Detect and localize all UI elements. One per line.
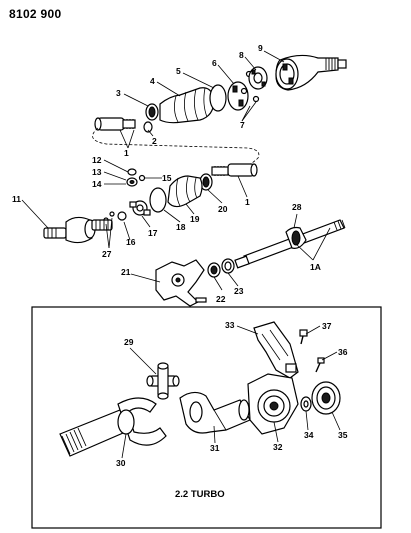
part-30-yoke-shaft xyxy=(59,397,167,457)
part-5-clamp-band xyxy=(209,84,227,112)
part-32-bracket xyxy=(253,321,299,379)
callout-33: 32 xyxy=(273,442,283,452)
part-4-boot xyxy=(159,87,215,124)
part-11-inner-housing xyxy=(43,216,113,244)
callout-7: 7 xyxy=(240,120,245,130)
callout-4: 4 xyxy=(150,76,155,86)
part-8-inner-race xyxy=(248,66,268,90)
inner-joint-assembly xyxy=(43,163,258,244)
part-3-clamp xyxy=(145,103,159,121)
callout-37: 37 xyxy=(322,321,332,331)
connection-line xyxy=(92,127,260,169)
callout-1a: 1A xyxy=(310,262,321,272)
part-35-seal xyxy=(311,381,341,415)
part-19-boot xyxy=(167,175,203,208)
callout-28: 28 xyxy=(292,202,302,212)
part-17-tripod xyxy=(129,200,151,216)
part-37-bolt xyxy=(299,329,308,345)
callout-22: 22 xyxy=(216,294,226,304)
callout-21: 21 xyxy=(121,267,131,277)
callout-6: 6 xyxy=(212,58,217,68)
part-1-shaft-end xyxy=(94,117,136,131)
part-18-clamp-band xyxy=(149,187,167,213)
callout-27: 27 xyxy=(102,249,112,259)
part-29-u-joint-cross xyxy=(146,362,180,400)
leader-lines xyxy=(21,50,341,459)
callout-23: 23 xyxy=(234,286,244,296)
callout-8: 8 xyxy=(239,50,244,60)
callout-34: 34 xyxy=(304,430,314,440)
part-2-snap-ring xyxy=(143,121,153,133)
callout-35: 35 xyxy=(338,430,348,440)
part-22-bearing xyxy=(207,262,221,278)
turbo-inset-frame xyxy=(31,306,382,529)
part-6-cage xyxy=(227,81,249,111)
callout-31: 31 xyxy=(210,443,220,453)
part-1-shaft-right xyxy=(211,163,258,177)
callout-36: 36 xyxy=(338,347,348,357)
part-33-bearing-carrier xyxy=(247,373,299,435)
turbo-assembly xyxy=(59,321,341,457)
callout-labels: 9 8 6 5 4 3 7 2 1 12 15 13 14 1 11 20 19… xyxy=(12,43,348,500)
callout-30: 30 xyxy=(116,458,126,468)
part-20-clamp xyxy=(199,173,213,191)
callout-2: 2 xyxy=(152,136,157,146)
outer-cv-assembly xyxy=(94,54,347,133)
document-number: 8102 900 xyxy=(9,7,62,21)
callout-1-middle: 1 xyxy=(245,197,250,207)
part-13-14-15-retainers xyxy=(126,168,146,187)
part-23-seal xyxy=(221,258,235,274)
callout-20: 20 xyxy=(218,204,228,214)
callout-29: 29 xyxy=(124,337,134,347)
callout-14: 14 xyxy=(92,179,102,189)
callout-18: 18 xyxy=(176,222,186,232)
part-9-outer-housing xyxy=(275,54,347,91)
callout-9: 9 xyxy=(258,43,263,53)
part-36-bolt xyxy=(315,357,325,373)
callout-13: 13 xyxy=(92,167,102,177)
callout-1-upper: 1 xyxy=(124,148,129,158)
callout-32: 33 xyxy=(225,320,235,330)
callout-3: 3 xyxy=(116,88,121,98)
inset-title: 2.2 TURBO xyxy=(175,489,225,500)
knuckle-assembly xyxy=(155,258,235,307)
callout-17: 17 xyxy=(148,228,158,238)
callout-12: 12 xyxy=(92,155,102,165)
part-16-ring xyxy=(117,211,127,221)
callout-15: 15 xyxy=(162,173,172,183)
callout-5: 5 xyxy=(176,66,181,76)
part-28-long-shaft xyxy=(234,219,346,269)
callout-19: 19 xyxy=(190,214,200,224)
callout-11: 11 xyxy=(12,194,21,204)
part-31-slip-yoke xyxy=(179,391,251,434)
part-34-washer xyxy=(300,396,312,412)
callout-16: 16 xyxy=(126,237,136,247)
